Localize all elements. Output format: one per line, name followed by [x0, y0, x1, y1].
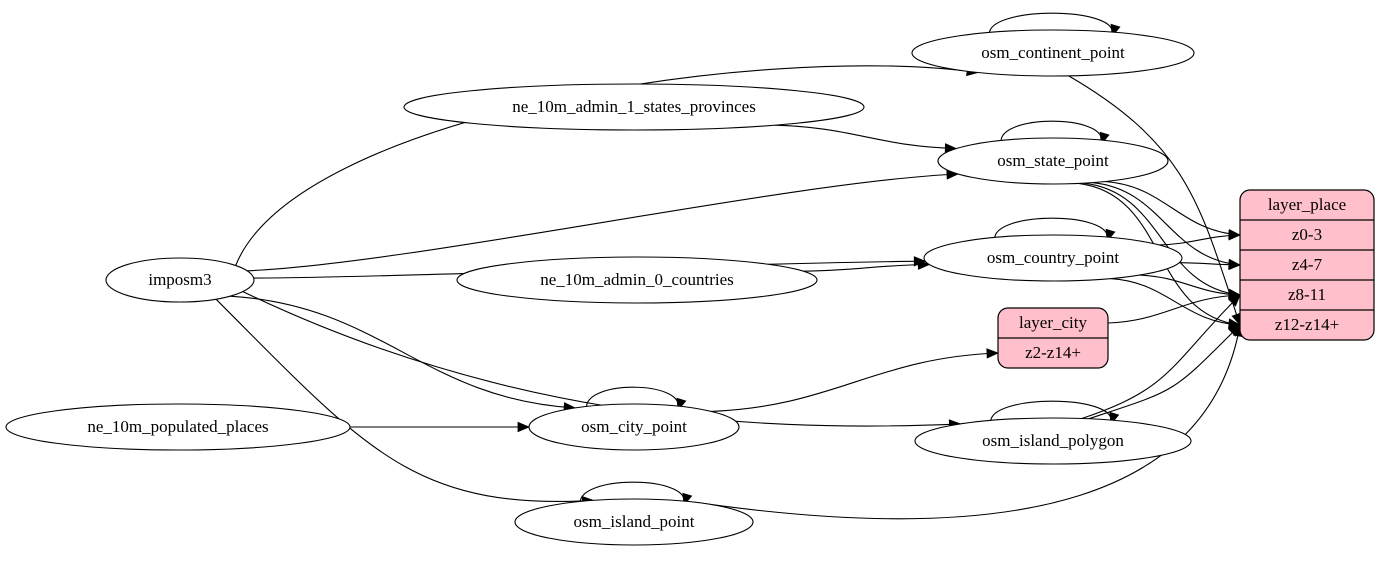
- node-label: ne_10m_admin_0_countries: [540, 270, 734, 289]
- node-label: osm_island_point: [574, 512, 695, 531]
- node-ellipse[interactable]: [911, 29, 1195, 77]
- node-ellipse[interactable]: [528, 403, 740, 451]
- edge-path: [774, 124, 957, 150]
- node-label: ne_10m_populated_places: [87, 417, 268, 436]
- graph-edge: [1179, 259, 1242, 271]
- graph-edge: [1159, 230, 1242, 246]
- graph-edge: [350, 421, 531, 433]
- node-ellipse[interactable]: [937, 137, 1169, 185]
- node-label: osm_city_point: [581, 417, 687, 436]
- graph-node-osm_island_point[interactable]: osm_island_point: [514, 498, 754, 546]
- edge-path: [1068, 75, 1241, 326]
- self-loop-path: [988, 12, 1113, 36]
- graph-edge: [710, 348, 1000, 412]
- node-ellipse[interactable]: [914, 417, 1192, 465]
- graph-edge: [229, 295, 577, 413]
- edge-path: [1104, 180, 1241, 236]
- edge-path: [229, 295, 576, 409]
- edges-layer: [215, 12, 1244, 520]
- node-label: ne_10m_admin_1_states_provinces: [512, 97, 756, 116]
- graph-node-osm_continent_point[interactable]: osm_continent_point: [911, 29, 1195, 77]
- self-loop-path: [579, 481, 685, 505]
- edge-arrowhead: [1228, 294, 1241, 307]
- node-ellipse[interactable]: [514, 498, 754, 546]
- edge-path: [710, 352, 999, 412]
- self-loop-path: [1000, 120, 1102, 144]
- node-label: osm_island_polygon: [982, 431, 1124, 450]
- graph-node-osm_country_point[interactable]: osm_country_point: [923, 234, 1183, 282]
- edge-path: [247, 173, 959, 272]
- graph-edge: [1107, 290, 1242, 324]
- self-loop-path: [586, 386, 679, 410]
- graph-edge: [1088, 324, 1241, 420]
- graph-node-imposm3[interactable]: imposm3: [105, 257, 255, 303]
- record-header-label[interactable]: layer_city: [1019, 313, 1087, 332]
- graph-edge: [215, 298, 595, 507]
- edge-arrowhead: [986, 348, 1000, 359]
- record-row-label[interactable]: z4-7: [1292, 255, 1323, 274]
- edge-path: [1139, 274, 1241, 296]
- record-row-label[interactable]: z8-11: [1288, 285, 1326, 304]
- graph-node-ne_10m_admin_0_countries[interactable]: ne_10m_admin_0_countries: [456, 256, 818, 304]
- edge-path: [1110, 278, 1241, 326]
- edge-arrowhead: [517, 421, 531, 433]
- graph-node-ne_10m_admin_1_states_provinces[interactable]: ne_10m_admin_1_states_provinces: [403, 83, 865, 131]
- record-header-label[interactable]: layer_place: [1268, 195, 1346, 214]
- edge-path: [1159, 234, 1241, 246]
- graph-edge: [694, 323, 1244, 520]
- node-label: osm_country_point: [987, 248, 1119, 267]
- edge-arrowhead: [1228, 259, 1242, 271]
- edge-path: [1088, 324, 1241, 420]
- graph-node-osm_island_polygon[interactable]: osm_island_polygon: [914, 417, 1192, 465]
- node-ellipse[interactable]: [5, 403, 351, 451]
- node-label: osm_continent_point: [981, 43, 1125, 62]
- node-label: imposm3: [148, 270, 211, 289]
- record-row-label[interactable]: z2-z14+: [1025, 343, 1081, 362]
- edge-path: [1081, 294, 1241, 420]
- graph-edge: [774, 124, 958, 154]
- edge-path: [1091, 182, 1241, 266]
- edge-arrowhead: [917, 259, 931, 270]
- edge-arrowhead: [1228, 230, 1242, 241]
- graph-edge: [1081, 294, 1241, 420]
- node-ellipse[interactable]: [456, 256, 818, 304]
- self-loop-path: [990, 400, 1112, 424]
- edge-path: [803, 263, 930, 272]
- graph-node-osm_state_point[interactable]: osm_state_point: [937, 137, 1169, 185]
- self-loop-path: [994, 217, 1108, 241]
- graph-edge: [1068, 75, 1242, 326]
- graph-edge: [803, 259, 931, 272]
- node-ellipse[interactable]: [403, 83, 865, 131]
- graph-edge: [247, 169, 960, 272]
- record-node-layer_city[interactable]: layer_city z2-z14+: [997, 307, 1109, 369]
- node-label: osm_state_point: [997, 151, 1109, 170]
- node-ellipse[interactable]: [105, 257, 255, 303]
- graph-node-osm_city_point[interactable]: osm_city_point: [528, 403, 740, 451]
- record-row-label[interactable]: z0-3: [1292, 225, 1322, 244]
- nodes-layer: imposm3 ne_10m_admin_1_states_provincesne…: [5, 29, 1375, 546]
- node-ellipse[interactable]: [923, 234, 1183, 282]
- graph-node-ne_10m_populated_places[interactable]: ne_10m_populated_places: [5, 403, 351, 451]
- record-row-label[interactable]: z12-z14+: [1275, 315, 1339, 334]
- edge-path: [1083, 182, 1241, 296]
- record-node-layer_place[interactable]: layer_place z0-3 z4-7 z8-11 z12-z14+: [1239, 189, 1375, 341]
- edge-path: [215, 298, 594, 502]
- edge-path: [1107, 294, 1241, 324]
- record-box[interactable]: [1239, 189, 1375, 341]
- edge-path: [694, 324, 1241, 520]
